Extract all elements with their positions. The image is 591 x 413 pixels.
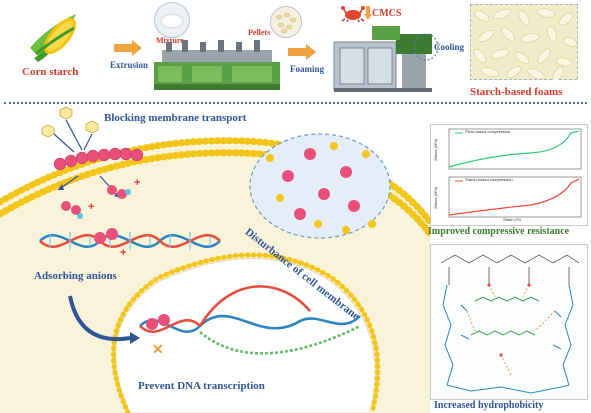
starch-foam-image: [470, 4, 578, 80]
svg-text:✕: ✕: [152, 341, 164, 357]
section-divider: [4, 102, 587, 104]
corn-starch-label: Corn starch: [22, 66, 79, 78]
adsorbing-anions-label: Adsorbing anions: [34, 270, 117, 282]
mixture-powder: [154, 2, 190, 38]
svg-text:+: +: [134, 177, 140, 189]
pellets-label: Pellets: [248, 28, 271, 37]
extrusion-label: Extrusion: [110, 60, 149, 70]
cmcs-label: CMCS: [372, 8, 402, 19]
molecular-structure: [440, 254, 580, 394]
hydrophobicity-panel: [430, 244, 588, 400]
top-legend: Plant-based compression: [465, 129, 511, 134]
compression-charts-panel: Plant-based compression Starch-based com…: [430, 124, 588, 226]
bottom-legend: Starch-based compression: [465, 177, 513, 182]
mixture-label: Mixture: [156, 36, 184, 45]
corn-icon: [30, 14, 77, 62]
process-strip: Corn starch Extrusion Mixture Pellets: [0, 0, 591, 100]
top-ylabel: Stress (kPa): [433, 138, 438, 161]
prevent-dna-label: Prevent DNA transcription: [138, 380, 265, 392]
foaming-label: Foaming: [290, 64, 325, 74]
xlabel: Strain (%): [503, 217, 521, 222]
arrow-down-icon: [364, 6, 372, 20]
svg-text:+: +: [120, 247, 126, 259]
extruder-machine: [154, 40, 280, 90]
cooling-label: Cooling: [432, 42, 467, 52]
bottom-ylabel: Stress (kPa): [433, 186, 438, 209]
arrow-icon: [114, 40, 142, 56]
starch-foams-label: Starch-based foams: [470, 86, 563, 98]
arrow-icon: [288, 44, 316, 60]
blocking-transport-label: Blocking membrane transport: [104, 112, 247, 124]
cell-illustration: + + + ✕: [0, 106, 430, 413]
hydrophobicity-caption: Increased hydrophobicity: [434, 400, 544, 411]
pellets-icon: [270, 6, 302, 38]
compression-charts: [448, 128, 582, 218]
foaming-machine: [333, 26, 432, 92]
cooling-ellipse: [413, 33, 439, 61]
compressive-caption: Improved compressive resistance: [428, 226, 570, 237]
svg-text:+: +: [88, 201, 94, 213]
crab-icon: [341, 6, 365, 22]
